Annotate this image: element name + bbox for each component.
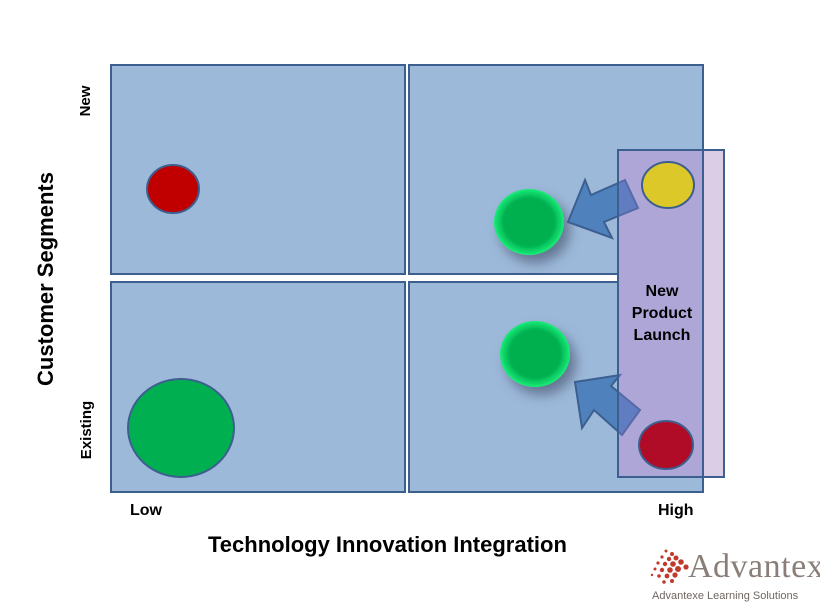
red-circle-icon <box>146 164 200 214</box>
dark-red-circle-icon <box>638 420 694 470</box>
yellow-circle-icon <box>641 161 695 209</box>
highlight-label-line2: Product <box>631 305 693 322</box>
x-axis-left-label: Low <box>130 502 162 519</box>
y-axis-bottom-label: Existing <box>78 400 95 460</box>
arrow-left-icon <box>566 177 640 240</box>
logo-name: Advantexe <box>688 548 820 585</box>
x-axis-title: Technology Innovation Integration <box>208 532 567 557</box>
large-green-circle-icon <box>127 378 235 478</box>
logo-tagline: Advantexe Learning Solutions <box>652 590 799 602</box>
new-product-launch-label: New Product Launch <box>620 281 704 347</box>
highlight-label-line3: Launch <box>633 327 691 344</box>
highlight-label-line1: New <box>645 283 679 300</box>
advantexe-logo-icon <box>650 549 689 584</box>
glowing-green-circle-top-icon <box>494 189 564 255</box>
y-axis-top-label: New <box>77 85 94 117</box>
glowing-green-circle-bottom-icon <box>500 321 570 387</box>
x-axis-right-label: High <box>658 502 694 519</box>
y-axis-title: Customer Segments <box>33 172 58 386</box>
